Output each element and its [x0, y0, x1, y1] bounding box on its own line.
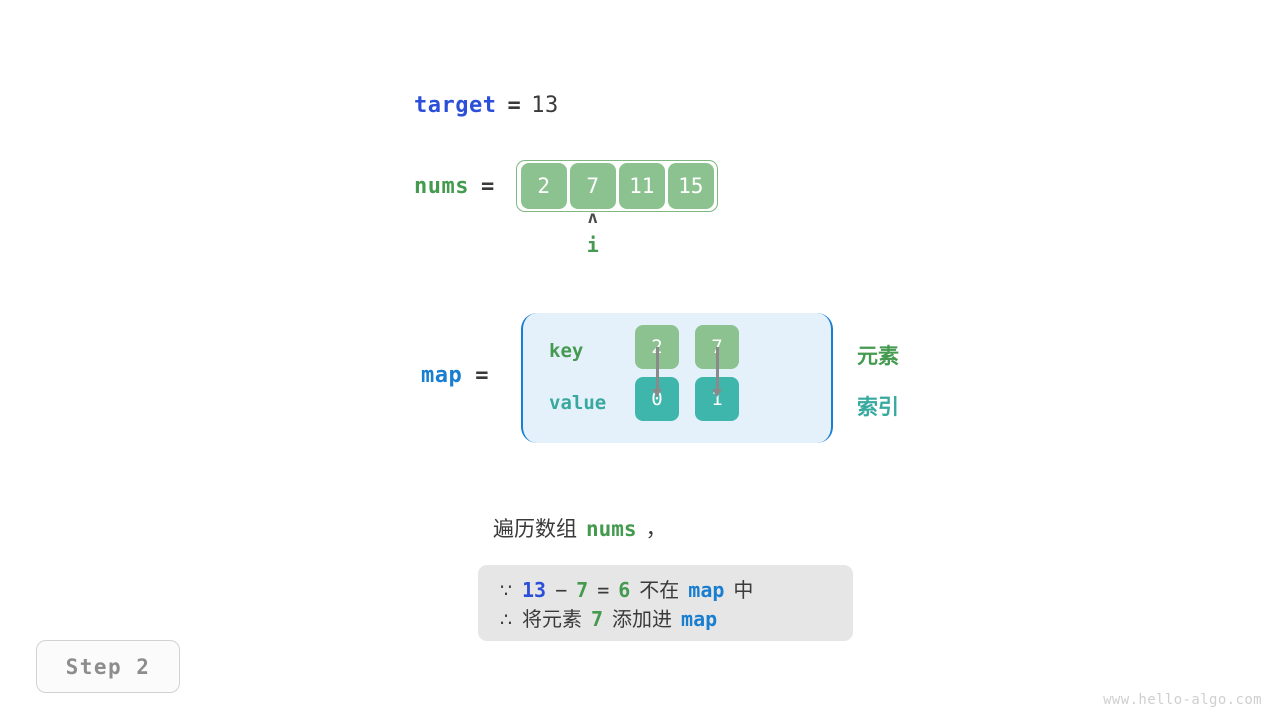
nums-cell: 11 [618, 163, 665, 209]
caption-not-in-text: 不在 [639, 578, 680, 602]
caption-box: ∵ 13 − 7 = 6 不在 map 中 ∴ 将元素 7 添加进 map [478, 565, 853, 641]
nums-cell: 7 [569, 163, 616, 209]
therefore-symbol-icon: ∴ [500, 609, 513, 631]
caption-title: 遍历数组 nums ， [493, 513, 667, 543]
step-badge-label: Step 2 [65, 654, 151, 679]
step-badge: Step 2 [36, 640, 180, 693]
map-entry: 20 [635, 325, 679, 431]
nums-equals-sign: = [480, 173, 495, 199]
map-side-label-index: 索引 [857, 395, 899, 419]
caption-map-reference: map [688, 578, 725, 602]
caption-target-value: 13 [522, 578, 547, 602]
caption-title-suffix: ， [645, 517, 667, 541]
watermark: www.hello-algo.com [1103, 692, 1262, 708]
caption-line-conclusion: ∴ 将元素 7 添加进 map [478, 603, 853, 632]
map-variable-name: map [421, 363, 463, 388]
nums-cell: 15 [667, 163, 714, 209]
caption-line-premise: ∵ 13 − 7 = 6 不在 map 中 [478, 574, 853, 603]
index-pointer-label: i [586, 233, 599, 257]
caption-complement-value: 6 [618, 578, 631, 602]
nums-variable-name: nums [414, 173, 469, 199]
caption-in-suffix: 中 [733, 578, 754, 602]
caption-current-value: 7 [576, 578, 589, 602]
map-equals-sign: = [475, 363, 489, 388]
map-entry: 71 [695, 325, 739, 431]
map-mapping-arrow-icon [652, 347, 662, 397]
caption-equals-operator: = [597, 578, 610, 602]
target-declaration: target = 13 [414, 93, 559, 118]
because-symbol-icon: ∵ [500, 580, 513, 602]
map-side-label-element: 元素 [857, 344, 899, 368]
caption-title-variable: nums [586, 517, 637, 541]
caption-add-into-text: 添加进 [612, 607, 673, 631]
caption-map-reference-2: map [681, 607, 718, 631]
caption-minus-operator: − [555, 578, 568, 602]
map-mapping-arrow-icon [712, 347, 722, 397]
map-side-labels: 元素 索引 [857, 313, 967, 443]
map-row-labels: key value [549, 313, 629, 443]
map-row-label-key: key [549, 340, 584, 362]
caption-add-element-text: 将元素 [522, 607, 582, 631]
target-equals-sign: = [507, 93, 522, 118]
target-value: 13 [531, 93, 559, 118]
target-variable-name: target [414, 93, 497, 118]
map-row-label-value: value [549, 392, 607, 414]
caption-title-prefix: 遍历数组 [493, 517, 577, 541]
caption-added-value: 7 [591, 607, 604, 631]
nums-cell: 2 [520, 163, 567, 209]
map-declaration: map = [421, 363, 489, 388]
index-pointer-group: ʌ i [0, 208, 1280, 266]
